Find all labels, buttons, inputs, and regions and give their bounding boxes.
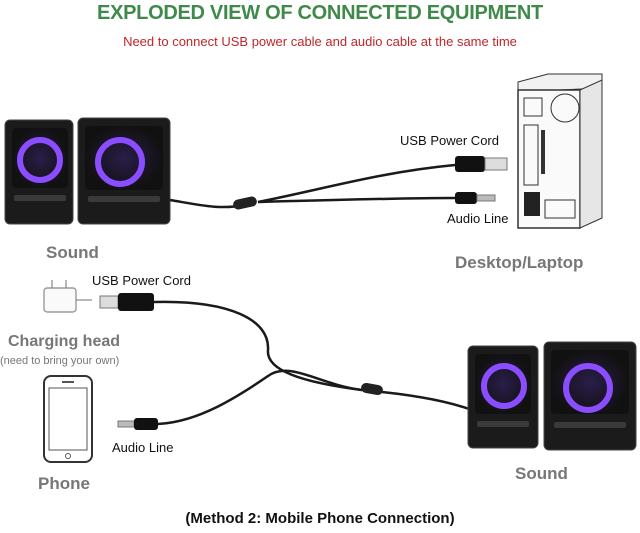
- diagram-title: EXPLODED VIEW OF CONNECTED EQUIPMENT: [97, 2, 543, 24]
- usb-power-cord-label-top: USB Power Cord: [400, 133, 499, 148]
- audio-line-label-top: Audio Line: [447, 211, 509, 226]
- diagram-subtitle: Need to connect USB power cable and audi…: [123, 34, 517, 49]
- audio-line-label-bottom: Audio Line: [112, 440, 174, 455]
- inline-switch-bottom: [361, 382, 383, 396]
- cable-bottom: [153, 300, 473, 426]
- charging-head-note: (need to bring your own): [0, 355, 120, 367]
- phone-caption: Phone: [38, 474, 90, 493]
- charging-head-caption: Charging head: [8, 333, 121, 350]
- usb-plug-top: [455, 156, 508, 172]
- charging-head-icon: [43, 280, 92, 313]
- audio-jack-bottom: [117, 418, 158, 430]
- usb-power-cord-label-bottom: USB Power Cord: [92, 273, 191, 288]
- inline-switch-top: [233, 196, 257, 210]
- speaker-pair-bottom: [467, 341, 637, 451]
- speaker-pair-top: [4, 117, 171, 225]
- desktop-laptop-caption: Desktop/Laptop: [455, 253, 584, 272]
- audio-jack-top: [455, 192, 496, 204]
- speaker-caption-top: Sound: [46, 243, 99, 262]
- method-caption: (Method 2: Mobile Phone Connection): [185, 510, 455, 527]
- speaker-caption-bottom: Sound: [515, 464, 568, 483]
- cable-top: [169, 163, 456, 209]
- usb-plug-bottom: [99, 293, 154, 311]
- desktop-computer: [517, 73, 603, 229]
- phone-icon: [43, 375, 93, 463]
